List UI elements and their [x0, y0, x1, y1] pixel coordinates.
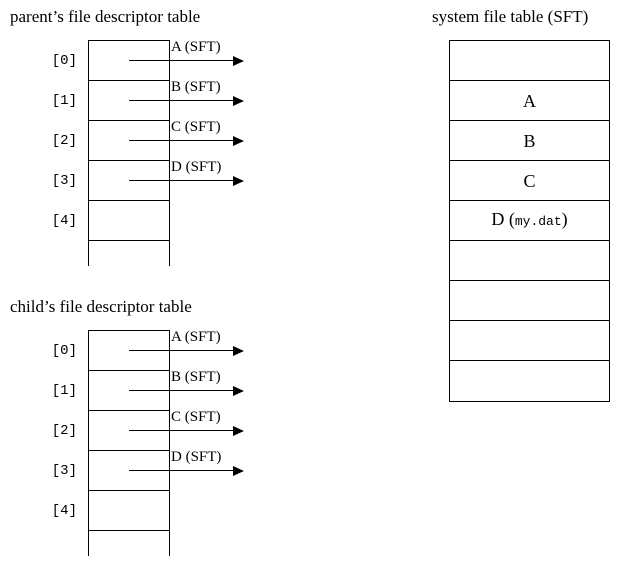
child_table-index-label-1: [1]	[51, 382, 77, 399]
sft-entry-label-3: C	[523, 172, 535, 190]
parent_table-arrowhead-icon-0	[233, 55, 244, 66]
parent-file-descriptor-table: [0] A (SFT) [1] B (SFT) [2] C (SFT) [3] D (SFT)…	[52, 39, 244, 266]
child-file-descriptor-table: [0] A (SFT) [1] B (SFT) [2] C (SFT) [3] D (SFT)…	[52, 329, 244, 556]
child_table-pointer-shaft-1	[129, 389, 237, 392]
parent_table-row-3: [3] D (SFT)	[52, 159, 244, 201]
parent_table-pointer-label-3: D (SFT)	[171, 158, 222, 175]
parent_table-row-4: [4]	[52, 201, 169, 241]
sft-row-0	[450, 41, 609, 81]
parent_table-pointer-arrow-0	[129, 55, 245, 67]
child_table-index-label-0: [0]	[51, 342, 77, 359]
parent-table-title: parent’s file descriptor table	[10, 7, 201, 26]
parent_table-pointer-shaft-3	[129, 179, 237, 182]
child_table-row-2: [2] C (SFT)	[52, 409, 244, 451]
child_table-row-0: [0] A (SFT)	[52, 329, 244, 371]
child_table-index-label-2: [2]	[51, 422, 77, 439]
parent_table-arrowhead-icon-1	[233, 95, 244, 106]
sft-entry-label-4: D (my.dat)	[491, 209, 568, 229]
sft-row-6	[450, 281, 609, 321]
child_table-pointer-label-3: D (SFT)	[171, 448, 222, 465]
parent_table-index-label-1: [1]	[51, 92, 77, 109]
parent_table-pointer-shaft-2	[129, 139, 237, 142]
sft-row-4: D (my.dat)	[450, 201, 609, 241]
system-file-table: A B C D (my.dat)	[449, 40, 610, 402]
child_table-row-3: [3] D (SFT)	[52, 449, 244, 491]
child_table-arrowhead-icon-2	[233, 425, 244, 436]
child_table-pointer-label-2: C (SFT)	[171, 408, 221, 425]
sft-row-3: C	[450, 161, 609, 201]
parent_table-pointer-label-0: A (SFT)	[171, 38, 221, 55]
sft-row-1: A	[450, 81, 609, 121]
parent_table-pointer-arrow-1	[129, 95, 245, 107]
child_table-index-label-3: [3]	[51, 462, 77, 479]
child_table-pointer-shaft-3	[129, 469, 237, 472]
parent_table-pointer-arrow-3	[129, 175, 245, 187]
child_table-arrowhead-icon-0	[233, 345, 244, 356]
parent_table-pointer-label-2: C (SFT)	[171, 118, 221, 135]
child_table-row-1: [1] B (SFT)	[52, 369, 244, 411]
sft-row-2: B	[450, 121, 609, 161]
child_table-pointer-label-1: B (SFT)	[171, 368, 221, 385]
sft-entry-filename-4: my.dat	[514, 214, 562, 229]
child_table-row-4: [4]	[52, 491, 169, 531]
child_table-row-5	[89, 531, 169, 556]
child_table-pointer-shaft-0	[129, 349, 237, 352]
parent_table-pointer-shaft-0	[129, 59, 237, 62]
child_table-pointer-arrow-0	[129, 345, 245, 357]
parent_table-pointer-arrow-2	[129, 135, 245, 147]
sft-entry-letter-2: B	[523, 130, 536, 151]
parent_table-arrowhead-icon-3	[233, 175, 244, 186]
parent_table-row-0: [0] A (SFT)	[52, 39, 244, 81]
parent_table-row-5	[89, 241, 169, 266]
parent_table-index-label-3: [3]	[51, 172, 77, 189]
sft-entry-letter-1: A	[523, 90, 536, 111]
sft-row-5	[450, 241, 609, 281]
sft-row-8	[450, 361, 609, 401]
child_table-index-label-4: [4]	[51, 502, 77, 519]
sft-entry-letter-4: D	[491, 209, 505, 229]
child_table-pointer-arrow-3	[129, 465, 245, 477]
parent_table-index-label-2: [2]	[51, 132, 77, 149]
parent_table-arrowhead-icon-2	[233, 135, 244, 146]
child_table-pointer-arrow-1	[129, 385, 245, 397]
parent_table-pointer-shaft-1	[129, 99, 237, 102]
child_table-pointer-shaft-2	[129, 429, 237, 432]
sft-entry-label-1: A	[523, 92, 536, 110]
child-table-title: child’s file descriptor table	[10, 297, 192, 316]
child_table-arrowhead-icon-1	[233, 385, 244, 396]
parent_table-pointer-label-1: B (SFT)	[171, 78, 221, 95]
parent_table-row-2: [2] C (SFT)	[52, 119, 244, 161]
child_table-arrowhead-icon-3	[233, 465, 244, 476]
sft-entry-label-2: B	[523, 132, 535, 150]
child_table-pointer-label-0: A (SFT)	[171, 328, 221, 345]
sft-entry-letter-3: C	[523, 170, 536, 191]
child_table-pointer-arrow-2	[129, 425, 245, 437]
sft-row-7	[450, 321, 609, 361]
parent_table-index-label-0: [0]	[51, 52, 77, 69]
parent_table-row-1: [1] B (SFT)	[52, 79, 244, 121]
sft-title: system file table (SFT)	[432, 7, 589, 26]
parent_table-index-label-4: [4]	[51, 212, 77, 229]
